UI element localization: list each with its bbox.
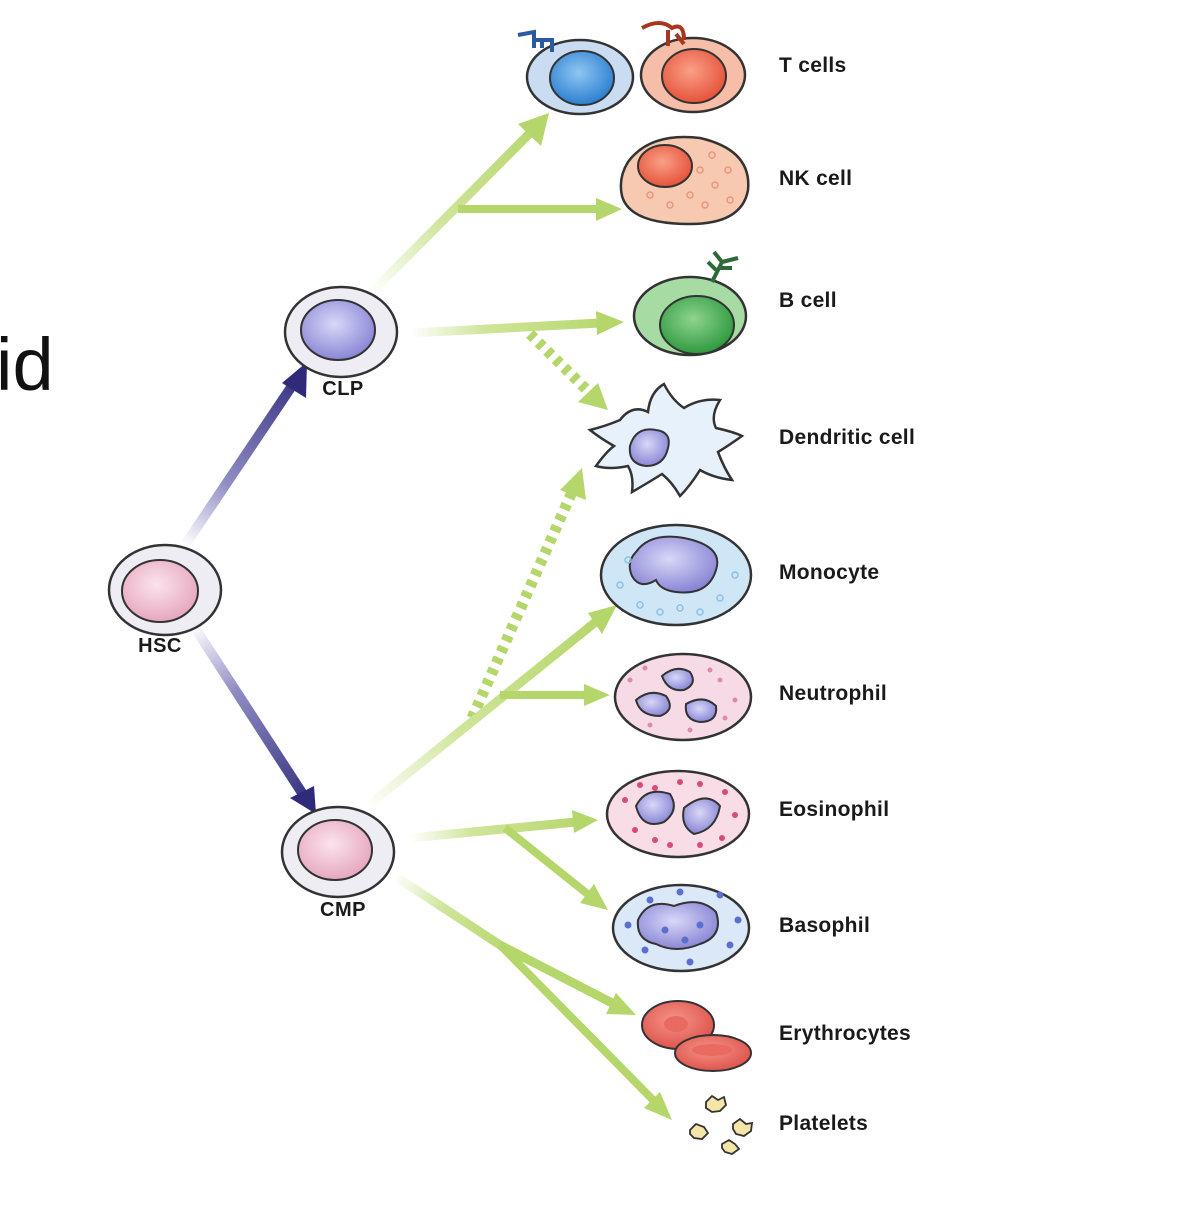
- b-cell-icon: [632, 250, 748, 357]
- cropped-title-fragment: id: [0, 323, 54, 406]
- monocyte-label: Monocyte: [779, 561, 880, 584]
- clp-label: CLP: [322, 378, 364, 400]
- arrow-cmp-to-platelets: [497, 942, 672, 1120]
- nk-cell-label: NK cell: [779, 167, 853, 190]
- arrow-clp-to-t-cells: [368, 113, 549, 296]
- arrow-cmp-to-erythrocytes: [395, 874, 636, 1015]
- arrow-cmp-to-dendritic-dashed: [466, 468, 586, 721]
- dendritic-cell-label: Dendritic cell: [779, 426, 916, 449]
- eosinophil-icon: [605, 769, 751, 859]
- erythrocytes-icon: [641, 1000, 752, 1072]
- neutrophil-icon: [613, 652, 753, 742]
- hsc-label: HSC: [138, 635, 182, 657]
- arrow-clp-to-nk-cell: [458, 198, 622, 221]
- arrow-hsc-to-cmp: [190, 625, 316, 814]
- arrow-cmp-to-neutrophil: [500, 684, 610, 706]
- arrow-cmp-to-eosinophil: [409, 810, 598, 843]
- clp-cell-icon: [283, 285, 399, 379]
- nk-cell-icon: [619, 135, 750, 226]
- arrow-cmp-to-basophil: [502, 824, 608, 910]
- b-cell-label: B cell: [779, 289, 837, 312]
- t-cells-label: T cells: [779, 54, 847, 77]
- basophil-icon: [611, 883, 751, 973]
- monocyte-icon: [599, 523, 753, 627]
- arrow-clp-to-b-cell: [411, 311, 624, 338]
- arrow-hsc-to-clp: [178, 362, 307, 551]
- dendritic-cell-icon: [587, 382, 745, 499]
- eosinophil-label: Eosinophil: [779, 798, 890, 821]
- cmp-label: CMP: [320, 899, 366, 921]
- basophil-label: Basophil: [779, 914, 871, 937]
- arrow-cmp-to-monocyte: [362, 605, 617, 812]
- platelets-icon: [689, 1094, 754, 1155]
- erythrocytes-label: Erythrocytes: [779, 1022, 911, 1045]
- arrow-clp-to-dendritic-dashed: [526, 330, 608, 410]
- neutrophil-label: Neutrophil: [779, 682, 887, 705]
- t-cells-icon: [517, 21, 747, 116]
- hsc-cell-icon: [107, 543, 223, 637]
- cmp-cell-icon: [280, 805, 396, 899]
- platelets-label: Platelets: [779, 1112, 869, 1135]
